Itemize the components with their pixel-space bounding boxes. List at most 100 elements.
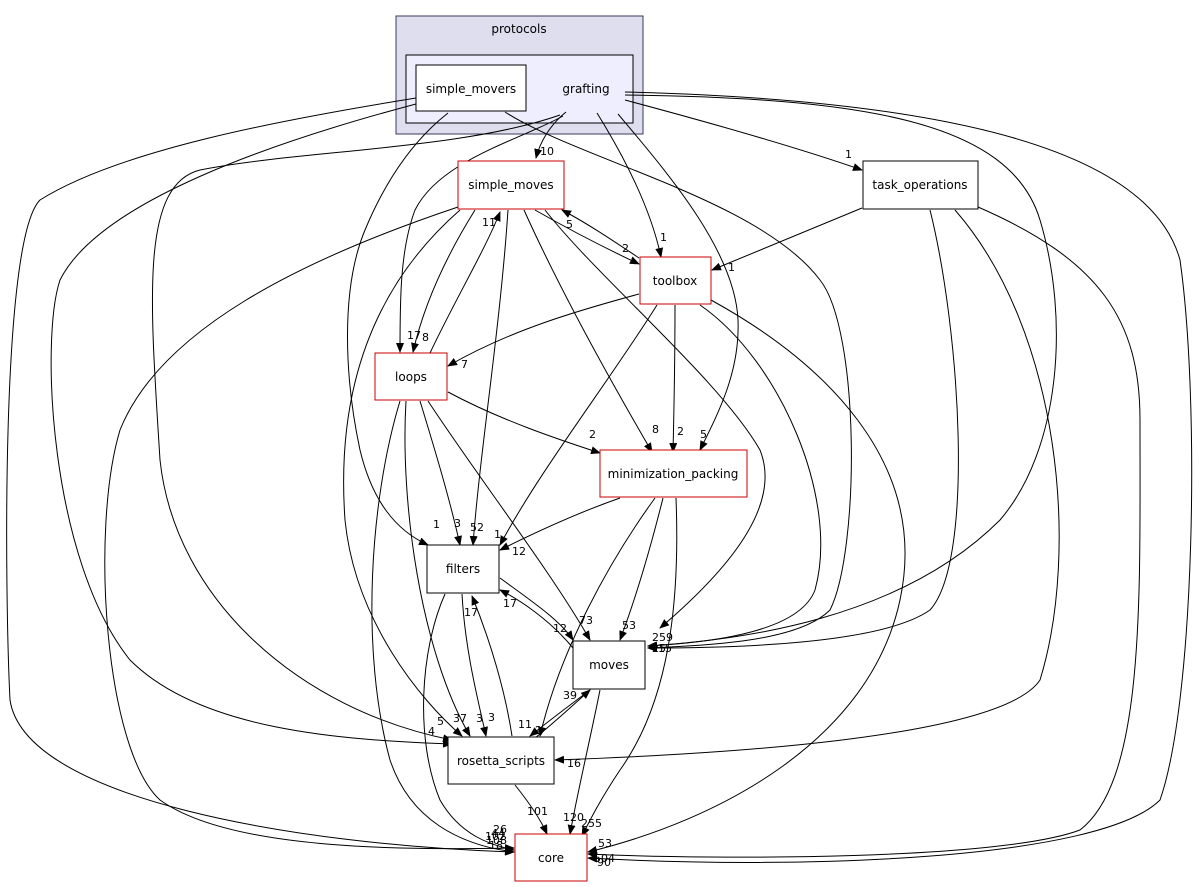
node-label: toolbox bbox=[653, 274, 697, 288]
edge-loops-filters[interactable] bbox=[419, 400, 462, 546]
node-label: filters bbox=[446, 562, 480, 576]
edge-moves-core[interactable] bbox=[567, 689, 601, 835]
edge-label: 259 bbox=[652, 631, 673, 644]
node-label: core bbox=[538, 851, 564, 865]
edge-toolbox-moves[interactable] bbox=[647, 304, 822, 650]
edge-label: 37 bbox=[453, 712, 467, 725]
edge-label: 2 bbox=[622, 242, 629, 255]
edge-label: 12 bbox=[553, 622, 567, 635]
edge-loops-minimization-packing[interactable] bbox=[447, 391, 601, 455]
edge-rosetta-scripts-filters[interactable] bbox=[471, 595, 513, 737]
edge-label: 73 bbox=[579, 614, 593, 627]
edge-simple-moves-loops[interactable] bbox=[411, 209, 476, 353]
edge-toolbox-simple-moves[interactable] bbox=[561, 209, 640, 259]
edge-toolbox-core[interactable] bbox=[587, 299, 906, 854]
node-filters[interactable]: filters bbox=[426, 544, 500, 594]
nodes: simple_movers grafting simple_moves task… bbox=[374, 64, 979, 882]
edge-grafting-minimization-packing[interactable] bbox=[617, 113, 739, 451]
edge-simple-movers-filters[interactable] bbox=[347, 112, 449, 546]
edge-label: 53 bbox=[622, 619, 636, 632]
node-task-operations[interactable]: task_operations bbox=[862, 160, 979, 210]
node-rosetta-scripts[interactable]: rosetta_scripts bbox=[447, 736, 555, 785]
edge-grafting-core[interactable] bbox=[587, 91, 1193, 863]
edge-minimization-packing-rosetta-scripts[interactable] bbox=[538, 497, 656, 737]
edge-label: 11 bbox=[518, 718, 532, 731]
edge-loops-rosetta-scripts[interactable] bbox=[404, 400, 471, 737]
edge-label: 255 bbox=[581, 817, 602, 830]
edge-task-operations-core[interactable] bbox=[587, 206, 1141, 859]
edge-label: 53 bbox=[598, 837, 612, 850]
edge-label: 52 bbox=[470, 521, 484, 534]
edge-label: 1 bbox=[728, 261, 735, 274]
edge-rosetta-scripts-core[interactable] bbox=[514, 784, 548, 835]
edge-label: 120 bbox=[563, 811, 584, 824]
node-moves[interactable]: moves bbox=[572, 640, 646, 690]
edges bbox=[6, 91, 1193, 863]
edge-simple-moves-rosetta-scripts[interactable] bbox=[343, 209, 463, 737]
edge-toolbox-minimization-packing[interactable] bbox=[669, 304, 678, 453]
edge-minimization-packing-core[interactable] bbox=[581, 497, 678, 837]
node-core[interactable]: core bbox=[514, 833, 588, 882]
edge-grafting-toolbox[interactable] bbox=[596, 112, 664, 258]
node-label: moves bbox=[589, 658, 629, 672]
edge-rosetta-scripts-moves[interactable] bbox=[534, 689, 591, 739]
edge-label: 5 bbox=[700, 428, 707, 441]
edge-loops-simple-moves[interactable] bbox=[429, 211, 501, 354]
edge-minimization-packing-moves[interactable] bbox=[619, 497, 664, 641]
edge-filters-core[interactable] bbox=[423, 593, 515, 853]
edge-label: 1 bbox=[494, 528, 501, 541]
node-label: loops bbox=[395, 370, 427, 384]
node-loops[interactable]: loops bbox=[374, 352, 448, 401]
edge-label: 15 bbox=[658, 642, 672, 655]
edge-simple-movers-core[interactable] bbox=[6, 97, 515, 856]
node-grafting[interactable]: grafting bbox=[562, 82, 609, 96]
edge-label: 1 bbox=[660, 231, 667, 244]
edge-labels: 10 1 1 1 5 17 8 11 5 2 7 2 8 2 1 3 52 1 … bbox=[407, 145, 852, 869]
edge-loops-core[interactable] bbox=[371, 400, 515, 855]
edge-label: 10 bbox=[540, 145, 554, 158]
edge-grafting-task-operations[interactable] bbox=[624, 99, 863, 171]
edge-label: 1 bbox=[433, 518, 440, 531]
node-simple-moves[interactable]: simple_moves bbox=[457, 160, 565, 210]
edge-simple-moves-filters[interactable] bbox=[469, 209, 509, 546]
edge-moves-filters[interactable] bbox=[499, 589, 574, 649]
edge-task-operations-moves[interactable] bbox=[647, 209, 959, 652]
edge-label: 8 bbox=[652, 423, 659, 436]
edge-filters-moves[interactable] bbox=[499, 577, 574, 641]
edge-loops-moves[interactable] bbox=[427, 400, 591, 641]
edge-label: 17 bbox=[464, 606, 478, 619]
edge-minimization-packing-filters[interactable] bbox=[499, 497, 621, 551]
edge-task-operations-rosetta-scripts[interactable] bbox=[554, 209, 1060, 764]
edge-label: 102 bbox=[485, 830, 506, 843]
edge-label: 5 bbox=[566, 218, 573, 231]
edge-simple-movers-rosetta-scripts[interactable] bbox=[50, 103, 453, 748]
edge-label: 26 bbox=[493, 823, 507, 836]
edge-simple-moves-moves[interactable] bbox=[544, 209, 766, 629]
edge-filters-rosetta-scripts[interactable] bbox=[461, 593, 488, 737]
node-label: rosetta_scripts bbox=[457, 754, 545, 768]
edge-simple-moves-minimization-packing[interactable] bbox=[523, 209, 653, 453]
node-simple-movers[interactable]: simple_movers bbox=[415, 64, 527, 112]
edge-grafting-rosetta-scripts[interactable] bbox=[151, 114, 561, 743]
edge-simple-moves-toolbox[interactable] bbox=[534, 209, 640, 265]
edge-label: 25 bbox=[652, 642, 666, 655]
node-toolbox[interactable]: toolbox bbox=[639, 256, 712, 305]
edge-label: 12 bbox=[512, 545, 526, 558]
edge-toolbox-loops[interactable] bbox=[447, 293, 640, 367]
edge-label: 504 bbox=[594, 852, 615, 865]
edge-label: 39 bbox=[563, 689, 577, 702]
edge-simple-moves-core[interactable] bbox=[104, 206, 515, 853]
edge-label: 3 bbox=[476, 712, 483, 725]
edge-label: 17 bbox=[503, 597, 517, 610]
edge-toolbox-filters[interactable] bbox=[499, 304, 658, 546]
edge-label: 44 bbox=[491, 827, 505, 840]
edge-label: 18 bbox=[489, 839, 503, 852]
edge-task-operations-toolbox[interactable] bbox=[711, 207, 863, 271]
node-label: task_operations bbox=[872, 178, 967, 192]
edge-grafting-loops[interactable] bbox=[396, 115, 564, 353]
node-minimization-packing[interactable]: minimization_packing bbox=[599, 449, 748, 498]
edge-label: 2 bbox=[589, 428, 596, 441]
edge-simple-movers-moves[interactable] bbox=[504, 111, 852, 652]
edge-grafting-moves[interactable] bbox=[624, 94, 1057, 650]
